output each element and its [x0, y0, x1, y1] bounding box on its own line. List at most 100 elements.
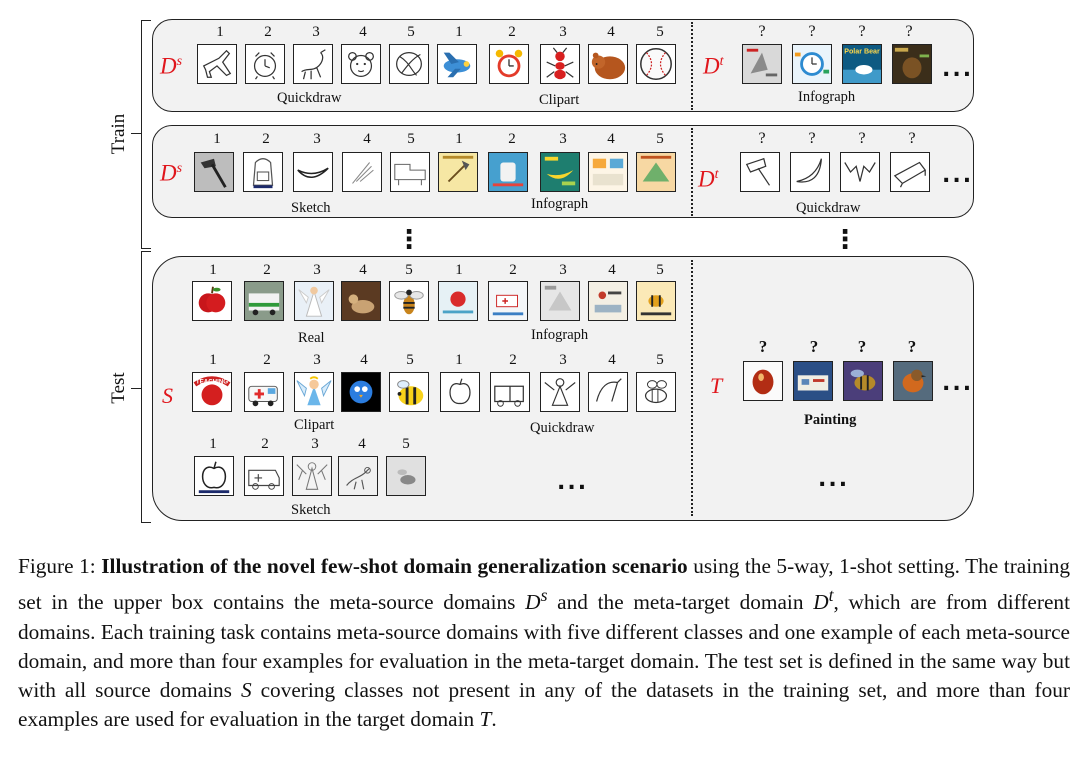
more-queries-ellipsis: ... — [942, 163, 974, 188]
domain-label: Infograph — [798, 89, 856, 105]
real-animal-image — [341, 281, 381, 321]
class-number: 5 — [656, 24, 664, 40]
train-bracket-tick — [131, 133, 141, 134]
class-number: 2 — [508, 24, 516, 40]
teaching-thumb-text: TEACHING — [196, 378, 228, 385]
sketch-axe-image — [194, 152, 234, 192]
more-tasks-ellipsis: ⋮ — [832, 225, 860, 255]
class-number: 3 — [559, 131, 567, 147]
meta-target-symbol: Dt — [703, 53, 724, 79]
more-tasks-ellipsis: ⋮ — [396, 225, 424, 255]
quickdraw-airplane-image — [197, 44, 237, 84]
quickdraw-bed-query-image — [890, 152, 930, 192]
more-queries-ellipsis: ... — [942, 57, 974, 82]
domain-label: Real — [298, 330, 325, 346]
class-number: 1 — [209, 262, 217, 278]
quickdraw-bee-image — [636, 372, 676, 412]
class-number: 1 — [455, 352, 463, 368]
query-mark: ? — [808, 23, 816, 40]
class-number: 1 — [455, 131, 463, 147]
class-number: 4 — [358, 436, 366, 452]
caption-symbol-s: S — [240, 677, 252, 702]
clipart-bear-image — [588, 44, 628, 84]
class-number: 3 — [559, 352, 567, 368]
sketch-bee-image — [386, 456, 426, 496]
query-mark: ? — [905, 23, 913, 40]
infograph-animal-image — [588, 281, 628, 321]
caption-prefix: Figure 1: — [18, 554, 102, 578]
class-number: 3 — [559, 24, 567, 40]
caption-symbol-ds: Ds — [525, 585, 548, 615]
infograph-axe-image — [438, 152, 478, 192]
class-number: 1 — [209, 352, 217, 368]
class-number: 3 — [313, 352, 321, 368]
class-number: 4 — [359, 262, 367, 278]
infograph-apple-image — [438, 281, 478, 321]
quickdraw-bear-image — [341, 44, 381, 84]
test-bracket-tick — [131, 388, 141, 389]
infograph-query-image — [742, 44, 782, 84]
class-number: 2 — [263, 352, 271, 368]
clipart-baseball-image — [636, 44, 676, 84]
painting-bee-image — [843, 361, 883, 401]
infograph-polar-bear-image: Polar Bear — [842, 44, 882, 84]
class-number: 4 — [608, 352, 616, 368]
painting-bird-image — [893, 361, 933, 401]
domain-label: Clipart — [539, 92, 580, 108]
more-domains-ellipsis: ... — [557, 470, 589, 495]
quickdraw-axe-query-image — [740, 152, 780, 192]
query-mark: ? — [808, 130, 816, 147]
caption-text: , which are from different domains. Each… — [18, 590, 1070, 702]
class-number: 1 — [213, 131, 221, 147]
domain-label: Painting — [804, 412, 857, 428]
class-number: 2 — [261, 436, 269, 452]
infograph-banana-image — [540, 152, 580, 192]
class-number: 3 — [313, 131, 321, 147]
clipart-alarm-clock-image — [489, 44, 529, 84]
class-number: 4 — [363, 131, 371, 147]
sketch-backpack-image — [243, 152, 283, 192]
clipart-ant-image — [540, 44, 580, 84]
real-angel-image — [294, 281, 334, 321]
query-mark: ? — [858, 130, 866, 147]
class-number: 1 — [209, 436, 217, 452]
class-number: 2 — [509, 262, 517, 278]
class-number: 5 — [406, 352, 414, 368]
query-mark: ? — [858, 23, 866, 40]
sketch-animal-image — [338, 456, 378, 496]
painting-ambulance-image — [793, 361, 833, 401]
class-number: 5 — [407, 24, 415, 40]
domain-label: Infograph — [531, 196, 589, 212]
class-number: 2 — [509, 352, 517, 368]
sketch-bed-image — [390, 152, 430, 192]
quickdraw-bat-query-image — [840, 152, 880, 192]
clipart-ambulance-image — [244, 372, 284, 412]
class-number: 3 — [311, 436, 319, 452]
class-number: 2 — [262, 131, 270, 147]
train-label: Train — [108, 113, 129, 155]
class-number: 4 — [360, 352, 368, 368]
polar-bear-thumb-text: Polar Bear — [844, 48, 880, 56]
quickdraw-apple-image — [440, 372, 480, 412]
class-number: 5 — [656, 131, 664, 147]
class-number: 5 — [407, 131, 415, 147]
infograph-bee-image — [636, 281, 676, 321]
class-number: 1 — [216, 24, 224, 40]
train-bracket — [141, 20, 151, 249]
class-number: 2 — [508, 131, 516, 147]
target-domain-symbol: T — [710, 373, 723, 398]
class-number: 5 — [656, 352, 664, 368]
quickdraw-ambulance-image — [490, 372, 530, 412]
caption-bold-title: Illustration of the novel few-shot domai… — [101, 554, 688, 578]
quickdraw-angel-image — [540, 372, 580, 412]
domain-label: Clipart — [294, 417, 335, 433]
class-number: 4 — [359, 24, 367, 40]
infograph-clock-image — [792, 44, 832, 84]
class-number: 5 — [405, 262, 413, 278]
more-queries-ellipsis: ... — [942, 371, 974, 396]
test-label: Test — [108, 372, 129, 404]
clipart-angel-image — [294, 372, 334, 412]
caption-text: covering classes not present in any of t… — [18, 677, 1071, 732]
query-mark: ? — [809, 337, 819, 356]
source-target-separator — [691, 128, 693, 216]
